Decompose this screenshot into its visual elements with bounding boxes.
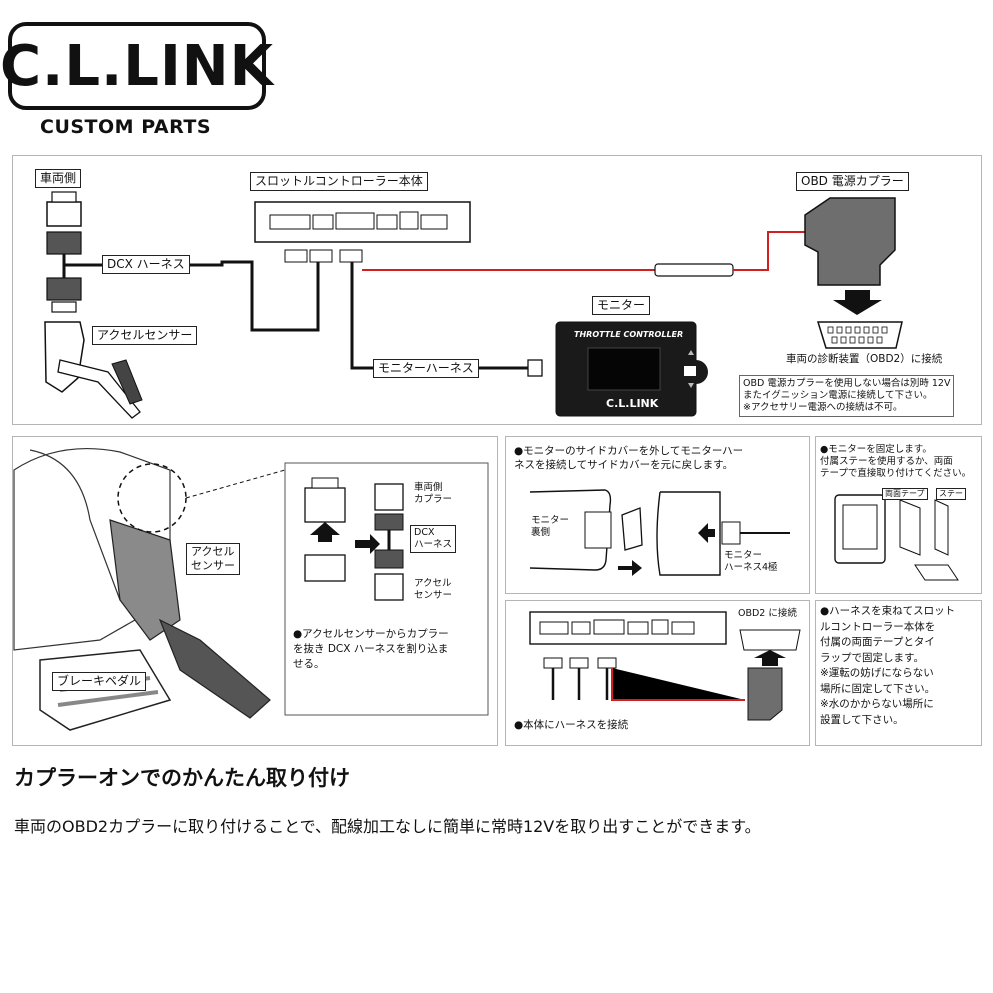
monitor-cover-instruction: ●モニターのサイドカバーを外してモニターハー ネスを接続してサイドカバーを元に戻…	[514, 445, 744, 471]
accel-sensor-label: アクセルセンサー	[92, 326, 198, 345]
dcx-harness-label: DCX ハーネス	[102, 255, 190, 274]
inset-dcx-label: DCX ハーネス	[410, 525, 457, 553]
harness-connect-instruction: ●本体にハーネスを接続	[514, 719, 629, 731]
monitor-harness-label: モニターハーネス	[373, 359, 479, 378]
accel-instruction: ●アクセルセンサーからカプラー を抜き DCX ハーネスを割り込ま せる。	[293, 628, 449, 670]
brand-logo: C.L.LINK	[0, 22, 273, 110]
inset-accel-label: アクセル センサー	[414, 578, 453, 601]
monitor-label: モニター	[592, 296, 651, 315]
stay-label: ステー	[936, 488, 966, 500]
side-cover	[621, 507, 643, 551]
down-arrow	[833, 290, 882, 315]
dcx-harness-wire	[64, 260, 320, 332]
monitor-logo: C.L.LINK	[606, 397, 659, 410]
accel-pedal-arm	[57, 359, 141, 419]
obd2-port	[816, 321, 903, 349]
monitor-harness-wire	[350, 262, 530, 370]
obd-power-coupler	[804, 197, 896, 286]
dcx-coupler-top	[46, 231, 82, 255]
page-heading: カプラーオンでのかんたん取り付け	[14, 766, 350, 790]
page-description: 車両のOBD2カプラーに取り付けることで、配線加工なしに簡単に常時12Vを取り出…	[14, 817, 761, 836]
accel-sensor-callout: アクセル センサー	[186, 543, 240, 575]
inset-vehicle-coupler: 車両側 カプラー	[414, 482, 453, 505]
harness-fix-instruction: ●ハーネスを束ねてスロット ルコントローラー本体を 付属の両面テープとタイ ラッ…	[820, 605, 956, 726]
fuse-holder	[654, 263, 734, 277]
monitor-harness-4pin-label: モニター ハーネス4極	[724, 550, 778, 573]
obd-connect-text: 車両の診断装置（OBD2）に接続	[786, 353, 943, 365]
accel-pedal-pad	[111, 359, 143, 405]
obd2-connect-label: OBD2 に接続	[738, 608, 797, 619]
accel-sensor-shape	[44, 321, 85, 393]
vehicle-coupler	[46, 201, 82, 227]
monitor-back-label: モニター 裏側	[531, 515, 570, 538]
throttle-body-label: スロットルコントローラー本体	[250, 172, 428, 191]
monitor-screen-title: THROTTLE CONTROLLER	[574, 330, 684, 339]
brake-pedal-label: ブレーキペダル	[52, 672, 147, 691]
accel-pedal	[158, 618, 271, 719]
harness-fix-panel	[815, 600, 982, 746]
tape-label: 両面テープ	[882, 488, 928, 500]
brand-name: C.L.LINK	[0, 33, 275, 99]
vehicle-side-label: 車両側	[35, 169, 82, 188]
obd-note: OBD 電源カプラーを使用しない場合は別時 12V またイグニッション電源に接続…	[739, 375, 955, 417]
brand-subtitle: CUSTOM PARTS	[40, 116, 211, 138]
dcx-coupler-bottom	[46, 277, 82, 301]
obd-coupler-label: OBD 電源カプラー	[796, 172, 909, 191]
monitor-fix-instruction: ●モニターを固定します。 付属ステーを使用するか、両面 テープで直接取り付けてく…	[820, 444, 972, 479]
